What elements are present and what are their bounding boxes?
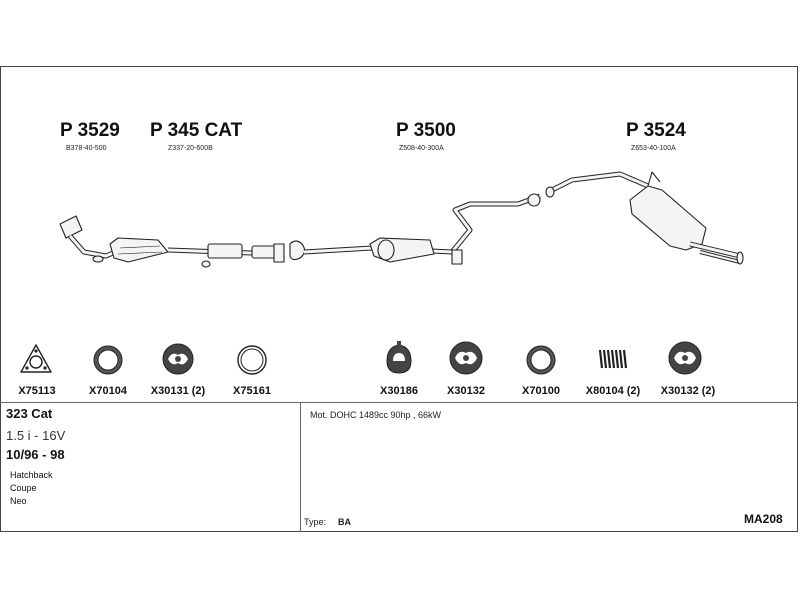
middle-pipe xyxy=(289,193,541,265)
flange-gasket-icon xyxy=(20,344,52,373)
ring-gasket-icon xyxy=(237,345,267,375)
component-label-1: X75113 xyxy=(18,385,56,397)
rubber-mount-icon xyxy=(386,341,412,374)
vehicle-engine: 1.5 i - 16V xyxy=(6,428,66,443)
component-label-5: X30186 xyxy=(380,385,418,397)
rear-silencer xyxy=(545,171,744,265)
rubber-hanger-icon xyxy=(668,341,702,375)
component-label-8: X80104 (2) xyxy=(585,385,641,397)
part-title-4: P 3524 xyxy=(626,120,686,141)
vehicle-model: 323 Cat xyxy=(6,406,53,421)
vehicle-variant-2: Coupe xyxy=(10,483,37,493)
vehicle-variant-3: Neo xyxy=(10,496,27,506)
component-label-3: X30131 (2) xyxy=(150,385,206,397)
part-title-1: P 3529 xyxy=(60,120,120,141)
component-label-9: X30132 (2) xyxy=(660,385,716,397)
component-label-4: X75161 xyxy=(233,385,271,397)
ring-gasket-icon xyxy=(526,345,556,375)
front-pipe xyxy=(59,215,121,263)
motor-spec: Mot. DOHC 1489cc 90hp , 66kW xyxy=(310,410,442,420)
diagram-frame xyxy=(0,66,798,532)
vehicle-years: 10/96 - 98 xyxy=(6,447,65,462)
component-label-2: X70104 xyxy=(89,385,127,397)
part-title-3: P 3500 xyxy=(396,120,456,141)
column-divider xyxy=(300,402,301,532)
vehicle-variant-1: Hatchback xyxy=(10,470,53,480)
ring-gasket-icon xyxy=(93,345,123,375)
catalog-code: MA208 xyxy=(744,512,783,526)
type-label: Type: xyxy=(304,517,327,527)
part-code-1: B378-40-500 xyxy=(66,145,107,152)
spring-icon xyxy=(598,349,628,369)
component-label-6: X30132 xyxy=(447,385,485,397)
part-code-4: Z653-40-100A xyxy=(631,145,676,152)
part-code-3: Z508-40-300A xyxy=(399,145,444,152)
section-divider xyxy=(0,402,798,403)
type-value: BA xyxy=(338,517,351,527)
rubber-hanger-icon xyxy=(162,343,194,375)
catalytic-converter xyxy=(109,237,285,268)
part-code-2: Z337-20-600B xyxy=(168,145,213,152)
component-label-7: X70100 xyxy=(522,385,560,397)
rubber-hanger-icon xyxy=(449,341,483,375)
part-title-2: P 345 CAT xyxy=(150,120,243,141)
